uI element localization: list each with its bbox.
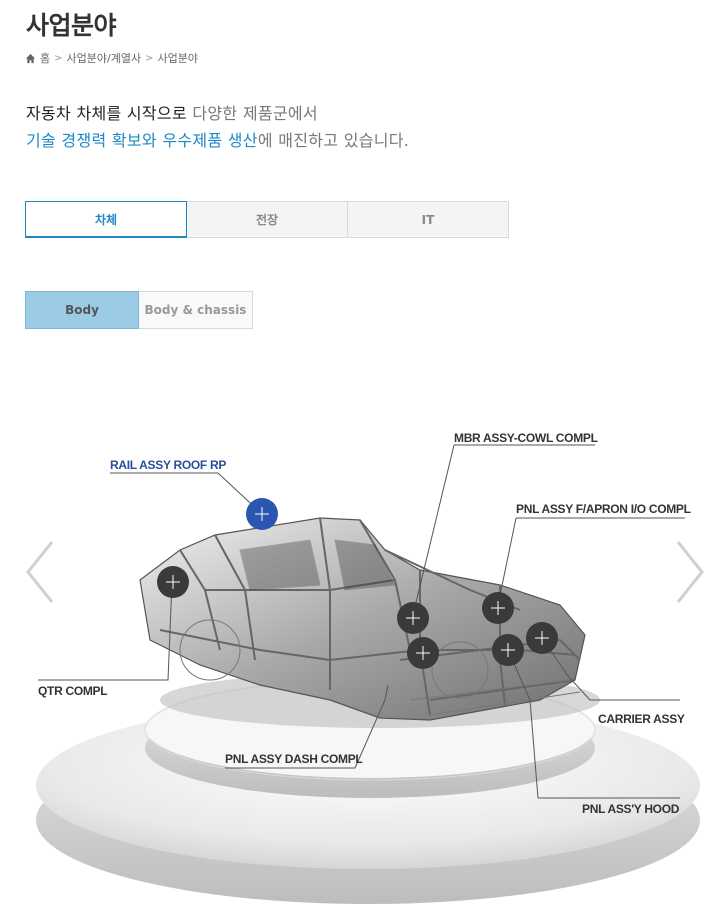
part-label-carrier[interactable]: CARRIER ASSY bbox=[598, 712, 685, 726]
intro-line2-part1: 기술 경쟁력 확보와 우수제품 생산 bbox=[26, 131, 258, 150]
marker-apron[interactable] bbox=[482, 592, 514, 624]
marker-hood[interactable] bbox=[492, 634, 524, 666]
chevron-left-icon[interactable] bbox=[24, 540, 56, 604]
part-label-hood[interactable]: PNL ASS'Y HOOD bbox=[582, 802, 680, 816]
chevron-right-icon[interactable] bbox=[674, 540, 706, 604]
marker-carrier[interactable] bbox=[526, 622, 558, 654]
marker-cowl[interactable] bbox=[397, 602, 429, 634]
category-tabs: 차체 전장 IT bbox=[25, 201, 509, 238]
breadcrumb-business[interactable]: 사업분야/계열사 bbox=[66, 52, 142, 65]
car-body-illustration bbox=[36, 444, 700, 904]
marker-qtr[interactable] bbox=[157, 566, 189, 598]
tab-electric[interactable]: 전장 bbox=[187, 201, 348, 238]
sub-tabs: Body Body & chassis bbox=[25, 291, 253, 329]
subtab-body-chassis[interactable]: Body & chassis bbox=[139, 291, 253, 329]
home-icon[interactable] bbox=[25, 53, 36, 64]
intro-line1-part1: 자동차 차체를 시작으로 bbox=[26, 104, 187, 123]
intro-line1-part2: 다양한 제품군에서 bbox=[192, 104, 318, 123]
breadcrumb-current: 사업분야 bbox=[157, 52, 198, 65]
marker-dash[interactable] bbox=[407, 637, 439, 669]
part-label-qtr[interactable]: QTR COMPL bbox=[38, 684, 108, 698]
markers bbox=[157, 498, 558, 669]
chevron-right-icon: > bbox=[54, 52, 63, 64]
tab-it[interactable]: IT bbox=[348, 201, 509, 238]
tab-body[interactable]: 차체 bbox=[25, 201, 187, 238]
part-label-apron[interactable]: PNL ASSY F/APRON I/O COMPL bbox=[516, 502, 691, 516]
intro-text: 자동차 차체를 시작으로 다양한 제품군에서 기술 경쟁력 확보와 우수제품 생… bbox=[26, 100, 409, 154]
part-label-dash[interactable]: PNL ASSY DASH COMPL bbox=[225, 752, 363, 766]
chevron-right-icon: > bbox=[145, 52, 154, 64]
page-title: 사업분야 bbox=[26, 11, 117, 40]
breadcrumb-home[interactable]: 홈 bbox=[40, 52, 51, 65]
subtab-body[interactable]: Body bbox=[25, 291, 139, 329]
marker-rail-roof[interactable] bbox=[246, 498, 278, 530]
part-label-rail-roof[interactable]: RAIL ASSY ROOF RP bbox=[110, 458, 227, 472]
intro-line2-part2: 에 매진하고 있습니다. bbox=[257, 131, 410, 150]
product-diagram: RAIL ASSY ROOF RP MBR ASSY-COWL COMPL PN… bbox=[0, 400, 727, 907]
breadcrumb: 홈 > 사업분야/계열사 > 사업분야 bbox=[25, 50, 198, 66]
part-label-cowl[interactable]: MBR ASSY-COWL COMPL bbox=[454, 431, 598, 445]
